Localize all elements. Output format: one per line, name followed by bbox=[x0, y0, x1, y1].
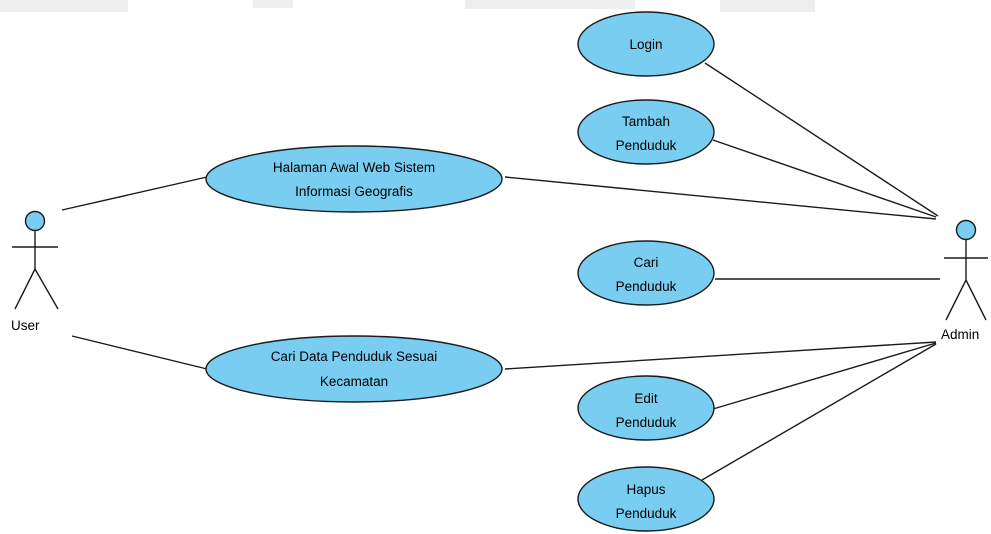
use-case-cari-data-penduduk[interactable]: Cari Data Penduduk Sesuai Kecamatan bbox=[205, 335, 503, 403]
use-case-edit-penduduk[interactable]: Edit Penduduk bbox=[577, 375, 715, 441]
use-case-cari-penduduk[interactable]: Cari Penduduk bbox=[577, 240, 715, 306]
association-admin-login[interactable] bbox=[704, 62, 939, 217]
use-case-tambah-line2: Penduduk bbox=[616, 138, 677, 153]
use-case-cari-line1: Cari bbox=[634, 255, 659, 270]
association-admin-hapus-penduduk[interactable] bbox=[701, 343, 937, 481]
use-case-halaman-awal-line2: Informasi Geografis bbox=[295, 184, 413, 199]
association-admin-halaman-awal[interactable] bbox=[504, 176, 937, 220]
actor-user-label: User bbox=[11, 318, 40, 333]
use-case-cari-line2: Penduduk bbox=[616, 279, 677, 294]
association-user-halaman-awal[interactable] bbox=[61, 176, 208, 211]
use-case-cari-data-line2: Kecamatan bbox=[320, 374, 388, 389]
association-admin-edit-penduduk[interactable] bbox=[712, 342, 937, 410]
use-case-hapus-penduduk[interactable]: Hapus Penduduk bbox=[577, 466, 715, 532]
use-case-halaman-awal[interactable]: Halaman Awal Web Sistem Informasi Geogra… bbox=[205, 145, 503, 213]
actor-admin[interactable]: Admin bbox=[941, 219, 988, 343]
use-case-edit-line1: Edit bbox=[634, 391, 658, 406]
use-case-login[interactable]: Login bbox=[577, 11, 715, 77]
use-case-halaman-awal-line1: Halaman Awal Web Sistem bbox=[273, 160, 435, 175]
use-case-cari-data-line1: Cari Data Penduduk Sesuai bbox=[271, 349, 438, 364]
use-case-hapus-line1: Hapus bbox=[626, 482, 665, 497]
actor-user[interactable]: User bbox=[11, 210, 59, 334]
actor-user-head-icon bbox=[24, 210, 46, 232]
association-user-cari-data[interactable] bbox=[71, 335, 208, 370]
use-case-tambah-line1: Tambah bbox=[622, 114, 670, 129]
use-case-tambah-penduduk[interactable]: Tambah Penduduk bbox=[577, 99, 715, 165]
use-case-login-label: Login bbox=[629, 37, 662, 52]
associations bbox=[61, 62, 940, 481]
association-admin-tambah-penduduk[interactable] bbox=[712, 139, 937, 218]
association-admin-cari-data[interactable] bbox=[504, 341, 937, 370]
use-case-edit-line2: Penduduk bbox=[616, 415, 677, 430]
watermark-remnant bbox=[0, 0, 815, 12]
use-case-hapus-line2: Penduduk bbox=[616, 506, 677, 521]
actor-admin-head-icon bbox=[955, 219, 977, 241]
actor-admin-label: Admin bbox=[941, 327, 979, 342]
